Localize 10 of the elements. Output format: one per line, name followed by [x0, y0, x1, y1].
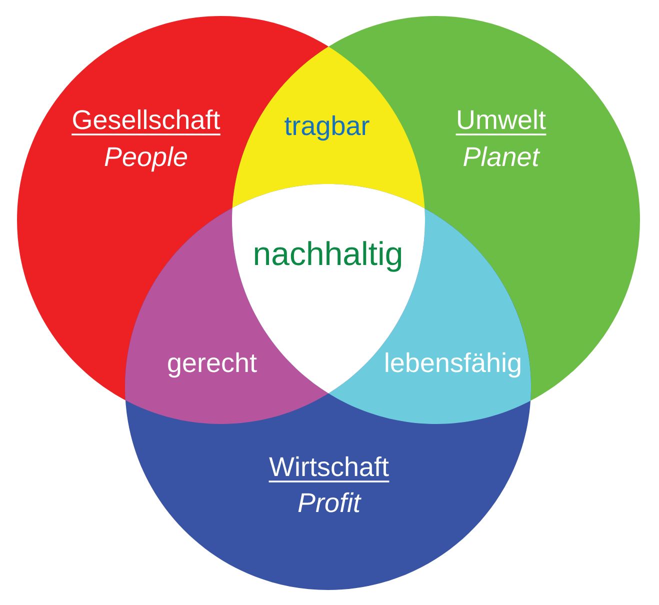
circle-heading: Wirtschaft: [268, 456, 390, 482]
circle-subheading: People: [104, 146, 188, 172]
overlap-label: gerecht: [168, 352, 257, 378]
circle-subheading: Profit: [298, 492, 362, 512]
circle-heading: Umwelt: [456, 109, 546, 136]
circle-subheading: Planet: [464, 146, 540, 166]
overlap-label: lebensfähig: [386, 352, 520, 378]
circle-heading: Gesellschaft: [72, 109, 220, 136]
center-label: nachhaltig: [254, 241, 402, 272]
overlap-label: tragbar: [284, 115, 370, 141]
